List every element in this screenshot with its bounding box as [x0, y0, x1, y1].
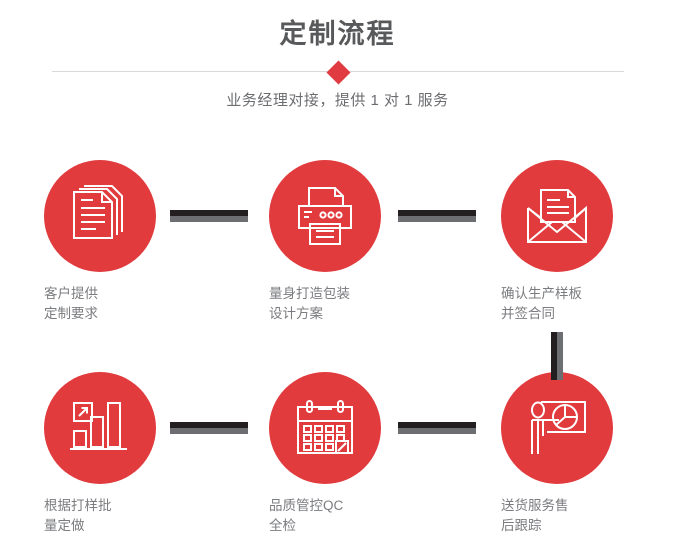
flow-step-6: 送货服务售 后跟踪 [477, 372, 637, 536]
page-header: 定制流程 业务经理对接，提供 1 对 1 服务 [0, 0, 675, 130]
flow-step-4: 根据打样批 量定做 [20, 372, 180, 536]
connector-gray-band [170, 428, 248, 434]
flow-step-1: 客户提供 定制要求 [20, 160, 180, 324]
page-subtitle: 业务经理对接，提供 1 对 1 服务 [226, 92, 449, 109]
calendar-check-icon [297, 400, 353, 454]
arrow-step1-step2 [170, 210, 248, 222]
arrow-step2-step3 [398, 210, 476, 222]
step-3-icon-circle [501, 160, 613, 272]
arrow-step4-step5 [170, 422, 248, 434]
arrow-step5-step6 [398, 422, 476, 434]
page-title: 定制流程 [279, 19, 396, 49]
connector-gray-band [398, 428, 476, 434]
step-2-icon-circle [269, 160, 381, 272]
step-2-label: 量身打造包装 设计方案 [269, 286, 350, 321]
printer-icon [298, 187, 352, 245]
step-4-icon-circle [44, 372, 156, 484]
step-5-label: 品质管控QC 全检 [269, 498, 344, 533]
step-5-icon-circle [269, 372, 381, 484]
documents-stack-icon [73, 185, 123, 239]
step-1-icon-circle [44, 160, 156, 272]
flow-step-3: 确认生产样板 并签合同 [477, 160, 637, 324]
step-6-icon-circle [501, 372, 613, 484]
process-flow-diagram: 客户提供 定制要求 量身 [0, 130, 675, 550]
flow-step-5: 品质管控QC 全检 [245, 372, 405, 536]
connector-gray-band [557, 332, 563, 380]
step-1-label: 客户提供 定制要求 [44, 286, 98, 321]
connector-dark-band [170, 210, 248, 216]
connector-dark-band [170, 422, 248, 428]
connector-dark-band [398, 210, 476, 216]
flow-step-2: 量身打造包装 设计方案 [245, 160, 405, 324]
section-divider [52, 59, 624, 85]
step-3-label: 确认生产样板 并签合同 [501, 286, 582, 321]
connector-dark-band [551, 332, 557, 380]
presenter-pie-chart-icon [531, 401, 586, 454]
connector-gray-band [170, 216, 248, 222]
bar-chart-growth-icon [70, 402, 127, 450]
step-6-label: 送货服务售 后跟踪 [501, 498, 569, 533]
envelope-document-icon [527, 189, 587, 243]
diamond-marker-icon [325, 59, 351, 85]
connector-gray-band [398, 216, 476, 222]
arrow-step3-step6 [551, 332, 563, 380]
step-4-label: 根据打样批 量定做 [44, 498, 112, 533]
connector-dark-band [398, 422, 476, 428]
